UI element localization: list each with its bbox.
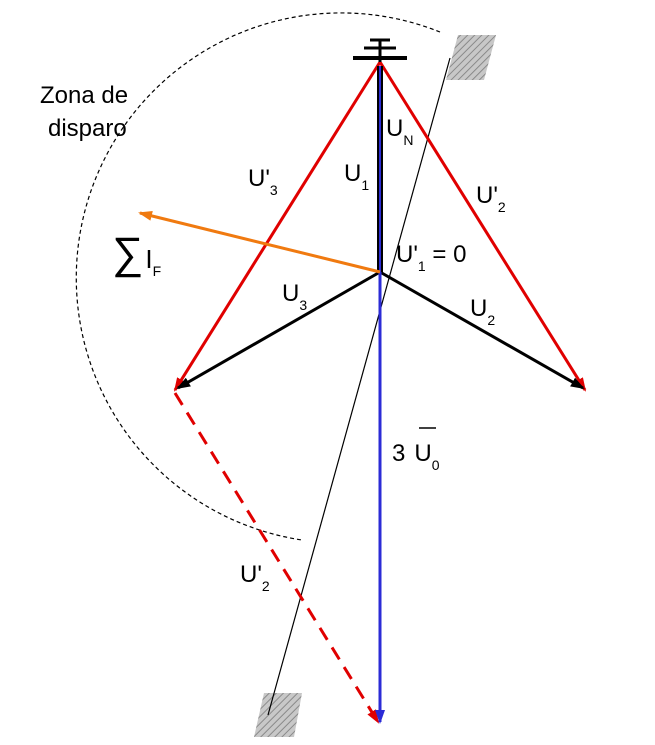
- u2-vector: [379, 270, 585, 390]
- u2-prime-label: U'2: [476, 182, 506, 215]
- u1-label: U1: [344, 160, 369, 193]
- u2-prime-vector: [378, 61, 587, 392]
- sum-if-vector: [138, 211, 381, 274]
- u3-label: U3: [282, 280, 307, 313]
- hatch-icon: [446, 35, 496, 80]
- u3-prime-vector: [173, 61, 382, 392]
- u2-label: U2: [470, 295, 495, 328]
- un-label: UN: [386, 115, 413, 148]
- u3-vector: [176, 270, 381, 390]
- svg-text:3U0: 3U0: [392, 440, 440, 473]
- u3-prime-label: U'3: [248, 165, 278, 198]
- ground-icon: [353, 38, 407, 62]
- boundary-line: [267, 57, 451, 716]
- hatch-icon: [254, 693, 302, 737]
- u1-prime-label: U'1 = 0: [396, 241, 466, 274]
- u2-prime-lower-label: U'2: [240, 561, 270, 594]
- sum-if-label: ∑IF: [112, 229, 161, 279]
- zone-label-line1: Zona de: [40, 82, 128, 109]
- zone-label-line2: disparo: [48, 115, 127, 142]
- u2-prime-dashed-vector: [173, 392, 380, 724]
